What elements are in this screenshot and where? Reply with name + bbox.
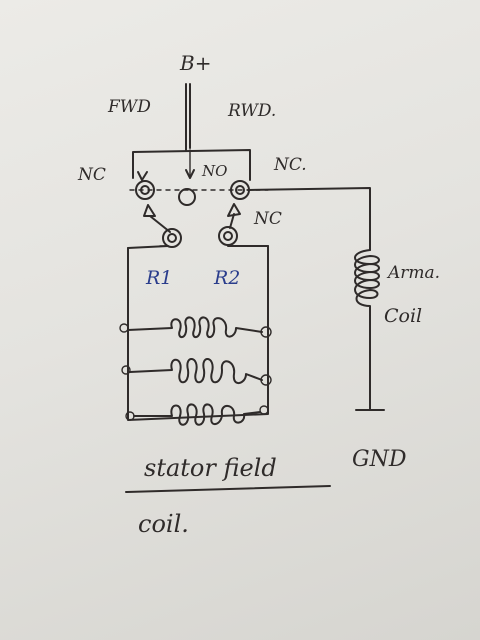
stator-field-coils	[119, 316, 272, 426]
armature-ground-wire	[355, 315, 385, 411]
armature-coil-icon	[354, 249, 380, 317]
terminal-fwd-nc	[135, 180, 155, 200]
stator-underline	[125, 485, 331, 493]
nc-left-label: NC	[77, 165, 106, 185]
armature-label-line2: Coil	[384, 305, 422, 327]
stator-frame	[127, 245, 269, 421]
terminal-r1	[162, 228, 182, 248]
ground-label: GND	[352, 447, 407, 472]
nc-lower-label: NC	[253, 209, 282, 229]
nc-right-label: NC.	[273, 155, 307, 175]
no-center-label: NO	[201, 162, 227, 180]
forward-label: FWD	[107, 97, 151, 117]
terminal-r2	[218, 226, 238, 246]
armature-label-line1: Arma.	[386, 263, 440, 283]
stator-label-line1: stator field	[144, 454, 277, 482]
supply-bracket	[132, 149, 251, 181]
relay-contact-arms	[143, 203, 241, 233]
reverse-label: RWD.	[227, 101, 276, 121]
terminal-no	[178, 188, 196, 206]
stator-label-line2: coil.	[138, 510, 189, 538]
relay-1-label: R1	[145, 267, 172, 289]
relay-2-label: R2	[213, 267, 240, 289]
armature-feed-wire	[247, 187, 371, 251]
supply-label: B+	[179, 51, 211, 75]
supply-lead	[185, 83, 191, 151]
